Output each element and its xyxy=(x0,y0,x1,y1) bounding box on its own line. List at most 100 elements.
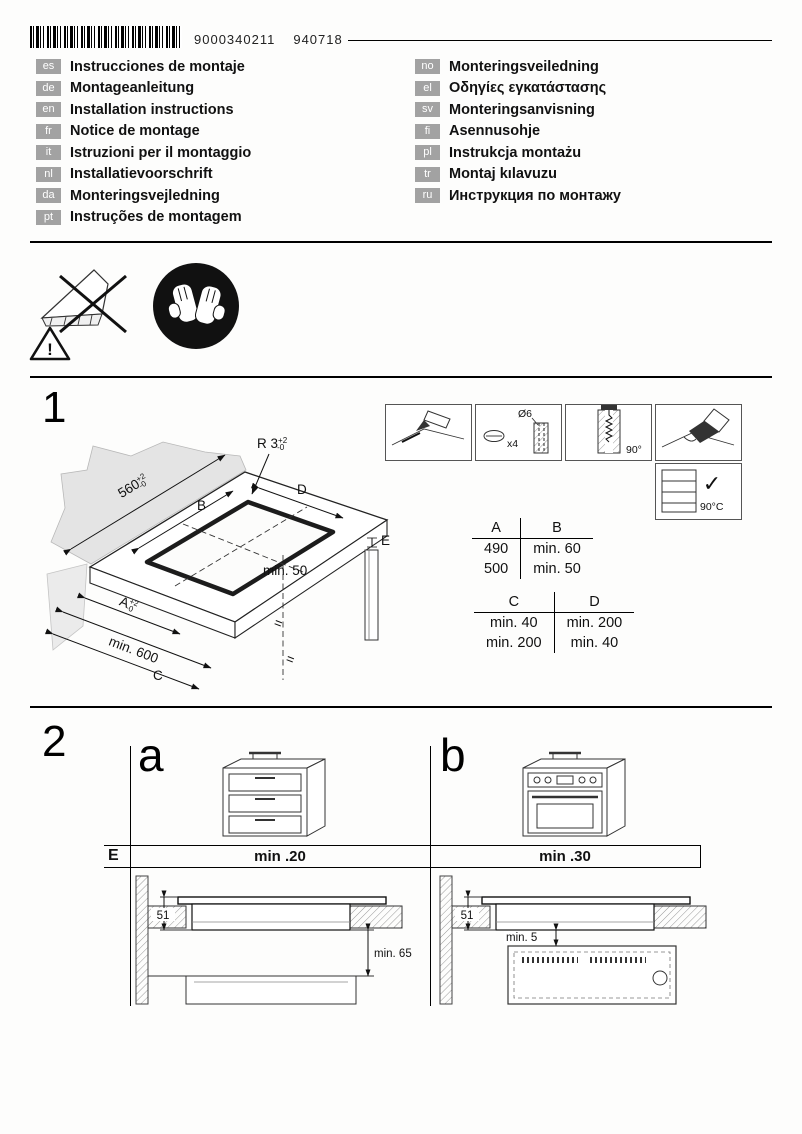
cell-b: min. 50 xyxy=(533,561,581,577)
cell-c: min. 40 xyxy=(474,612,555,633)
table-row: 490 min. 60 xyxy=(472,538,593,559)
language-title: Montageanleitung xyxy=(70,80,195,97)
language-title: Monteringsanvisning xyxy=(449,101,595,118)
cell-a: 490 xyxy=(472,538,522,559)
table-row: min. 40 min. 200 xyxy=(474,612,634,633)
language-code-badge: pt xyxy=(36,209,61,225)
language-title: Installation instructions xyxy=(70,101,234,118)
cell-c: min. 200 xyxy=(474,633,555,653)
variant-a-label: a xyxy=(138,729,164,781)
jigsaw-illustration: 90° xyxy=(597,405,642,456)
language-title: Notice de montage xyxy=(70,123,200,140)
language-code-badge: en xyxy=(36,102,61,118)
checkmark-icon: ✓ xyxy=(703,471,721,496)
language-title: Montaj kılavuzu xyxy=(449,166,557,183)
warning-triangle-icon: ! xyxy=(29,326,71,361)
language-code-badge: nl xyxy=(36,166,61,182)
column-divider-b xyxy=(430,746,431,1006)
hob-section xyxy=(177,896,387,931)
table-header-b: B xyxy=(520,518,593,539)
panel-heat-resistance: ✓ 90°C xyxy=(655,463,742,520)
section-divider xyxy=(30,376,772,378)
language-row: sv Monteringsanvisning xyxy=(415,99,621,121)
language-code-badge: de xyxy=(36,80,61,96)
e-clearance-a: min .20 xyxy=(254,848,306,865)
e-row-label: E xyxy=(108,847,119,864)
clearance-table-cd: C D min. 40 min. 200 min. 200 min. 40 xyxy=(474,592,635,653)
cross-section-b: 51 min. 5 xyxy=(439,875,707,1005)
dimension-min-65: min. 65 xyxy=(350,923,412,977)
panel-saw-cut: 90° xyxy=(565,404,652,461)
e-row-rule-top xyxy=(104,845,700,846)
table-header-a: A xyxy=(472,518,522,539)
language-title: Instrucciones de montaje xyxy=(70,58,245,75)
dim-e-label: E xyxy=(381,533,390,548)
step-1-number: 1 xyxy=(42,383,67,432)
language-code-badge: tr xyxy=(415,166,440,182)
drawer-unit-section xyxy=(148,975,374,1005)
step-1-detail-panels: Ø6 x4 90° xyxy=(385,404,742,461)
drawer-cabinet-illustration xyxy=(222,751,326,837)
panel-drill-holes: Ø6 x4 xyxy=(475,404,562,461)
wall-section xyxy=(439,875,453,1005)
document-number: 9000340211 940718 xyxy=(194,32,361,47)
dimension-min-5: min. 5 xyxy=(504,923,559,947)
dim-d-label: D xyxy=(297,482,307,497)
language-title: Istruzioni per il montaggio xyxy=(70,144,252,161)
dim-51-label: 51 xyxy=(157,910,170,922)
language-code-badge: sv xyxy=(415,102,440,118)
e-row-rule-bottom xyxy=(104,867,700,868)
wall-section xyxy=(135,875,149,1005)
e-clearance-b: min .30 xyxy=(539,848,591,865)
dimension-51: 51 xyxy=(151,890,192,931)
cutout-table-ab: A B 490 min. 60 500 min. 50 xyxy=(472,518,593,579)
brush-illustration xyxy=(661,408,735,448)
document-code-value: 940718 xyxy=(293,32,343,47)
language-code-badge: fi xyxy=(415,123,440,139)
panel-mark-cutout xyxy=(385,404,472,461)
language-row: tr Montaj kılavuzu xyxy=(415,164,621,186)
language-title: Monteringsveiledning xyxy=(449,58,599,75)
worktop-cutout-drawing: 560+2-0 R 3+2-0 B D E min. 50 A+2-0 min.… xyxy=(44,436,390,690)
cell-d: min. 200 xyxy=(566,615,623,631)
dimension-51: 51 xyxy=(455,890,496,931)
dimension-lines xyxy=(44,453,377,690)
dim-b-label: B xyxy=(197,498,206,513)
panel-apply-sealant xyxy=(655,404,742,461)
hob-section xyxy=(481,896,691,931)
language-code-badge: it xyxy=(36,145,61,161)
marking-pencil-illustration xyxy=(391,410,465,446)
drill-illustration: Ø6 x4 xyxy=(483,408,549,454)
glass-edge-warning-icon: ! xyxy=(29,269,127,361)
adjacent-panel xyxy=(364,549,379,641)
table-header-d: D xyxy=(554,592,635,613)
wear-gloves-mandatory-icon xyxy=(153,263,239,349)
variant-b-label: b xyxy=(440,729,466,781)
dim-c-label: C xyxy=(153,668,163,683)
e-row-rule-right xyxy=(700,845,701,868)
language-title: Monteringsvejledning xyxy=(70,187,220,204)
section-divider xyxy=(30,706,772,708)
table-header-c: C xyxy=(474,592,555,613)
document-number-value: 9000340211 xyxy=(194,32,276,47)
warning-exclamation: ! xyxy=(47,340,53,359)
language-row: en Installation instructions xyxy=(36,99,251,121)
step-2-number: 2 xyxy=(42,717,67,766)
dim-51-label: 51 xyxy=(461,910,474,922)
section-divider xyxy=(30,241,772,243)
dim-min-65-label: min. 65 xyxy=(374,948,412,960)
dim-min-5-label: min. 5 xyxy=(506,932,537,944)
language-title: Instrukcja montażu xyxy=(449,144,582,161)
language-title: Οδηγίες εγκατάστασης xyxy=(449,80,607,97)
